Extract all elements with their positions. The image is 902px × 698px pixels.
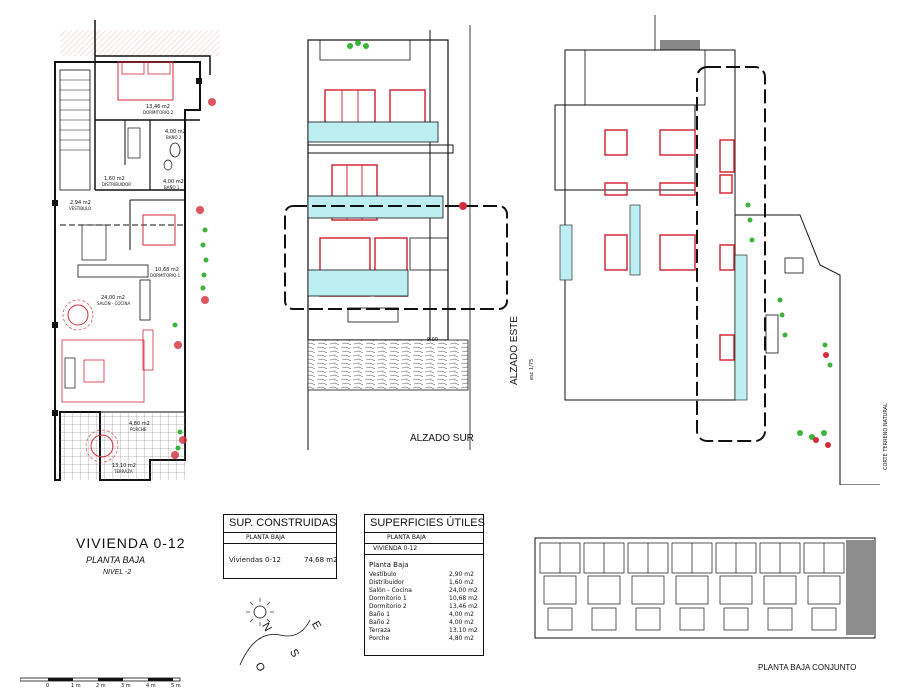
superficie-row-label: Baño 2 bbox=[369, 619, 390, 626]
scale-bar-drawing bbox=[20, 677, 181, 682]
alzado-sur-title: ALZADO SUR bbox=[410, 433, 474, 444]
room-area-bano2: 4,00 m2 bbox=[165, 129, 186, 135]
alzado-sur-level: -9,00 bbox=[425, 337, 438, 343]
superficie-row-value: 10,68 m2 bbox=[449, 595, 478, 602]
floor-plan-drawing bbox=[52, 20, 220, 481]
superficie-row-label: Dormitorio 2 bbox=[369, 603, 407, 610]
room-name-salon: SALON - COCINA bbox=[97, 301, 131, 306]
superficie-row-value: 13,46 m2 bbox=[449, 603, 478, 610]
section-label: CORTE TERRENO NATURAL bbox=[883, 403, 889, 470]
room-area-distribuidor: 1,60 m2 bbox=[104, 176, 125, 182]
sup-construidas-title: SUP. CONSTRUIDAS bbox=[229, 517, 337, 529]
conjunto-unit bbox=[715, 542, 757, 631]
superficies-utiles-unit: VIVIENDA 0-12 bbox=[373, 545, 418, 552]
superficie-row-label: Baño 1 bbox=[369, 611, 390, 618]
alzado-sur: -9,00 ALZADO SUR bbox=[280, 10, 520, 450]
compass-drawing bbox=[239, 598, 311, 666]
room-area-bano1: 4,00 m2 bbox=[163, 179, 184, 185]
room-name-terraza: TERRAZA bbox=[114, 469, 133, 474]
superficie-row-value: 4,00 m2 bbox=[449, 611, 474, 618]
room-name-dormitorio1: DORMITORIO 1 bbox=[150, 273, 181, 278]
vivienda-subtitle: PLANTA BAJA bbox=[86, 555, 146, 565]
sup-construidas-table: SUP. CONSTRUIDAS PLANTA BAJA Viviendas 0… bbox=[223, 514, 338, 579]
scale-tick: 3 m bbox=[121, 683, 131, 689]
superficie-row-value: 13,10 m2 bbox=[449, 627, 478, 634]
superficies-utiles-table: SUPERFICIES ÚTILES PLANTA BAJA VIVIENDA … bbox=[364, 514, 485, 656]
alzado-sur-drawing bbox=[284, 25, 508, 450]
room-area-terraza: 13,10 m2 bbox=[112, 463, 136, 469]
sup-construidas-floor: PLANTA BAJA bbox=[246, 534, 285, 541]
room-name-vestibulo: VESTIBULO bbox=[69, 206, 92, 211]
conjunto-unit bbox=[627, 542, 669, 631]
scale-tick: 1 m bbox=[71, 683, 81, 689]
superficie-row-label: Vestíbulo bbox=[369, 571, 397, 578]
superficies-utiles-floor: PLANTA BAJA bbox=[387, 534, 426, 541]
scale-tick: 2 m bbox=[96, 683, 106, 689]
room-area-vestibulo: 2,94 m2 bbox=[70, 200, 91, 206]
room-area-porche: 4,80 m2 bbox=[129, 421, 150, 427]
floor-plan: 13,46 m2 DORMITORIO 2 4,00 m2 BAÑO 2 1,6… bbox=[0, 0, 230, 500]
superficie-row-value: 2,90 m2 bbox=[449, 571, 474, 578]
room-name-bano2: BAÑO 2 bbox=[166, 135, 182, 140]
alzado-este-drawing bbox=[554, 15, 880, 485]
superficie-row-label: Porche bbox=[369, 635, 390, 642]
conjunto-unit bbox=[671, 542, 713, 631]
compass: N S E O bbox=[220, 590, 330, 680]
alzado-este-title: ALZADO ESTE bbox=[509, 316, 520, 385]
vivienda-level: NIVEL -2 bbox=[103, 569, 132, 576]
superficie-row-label: Distribuidor bbox=[369, 579, 405, 586]
room-name-porche: PORCHE bbox=[130, 427, 147, 432]
sup-construidas-row-label: Viviendas 0-12 bbox=[229, 556, 281, 564]
superficie-row-value: 4,80 m2 bbox=[449, 635, 474, 642]
conjunto-plan-drawing bbox=[534, 537, 876, 639]
superficie-row-label: Salón - Cocina bbox=[369, 587, 412, 594]
superficie-row-value: 1,60 m2 bbox=[449, 579, 474, 586]
room-area-salon: 24,00 m2 bbox=[101, 295, 125, 301]
scale-tick: 5 m bbox=[171, 683, 181, 689]
room-name-distribuidor: DISTRIBUIDOR bbox=[102, 182, 132, 187]
conjunto-plan bbox=[530, 528, 880, 643]
vivienda-title: VIVIENDA 0-12 bbox=[76, 535, 186, 551]
room-name-bano1: BAÑO 1 bbox=[164, 185, 180, 190]
superficies-utiles-title: SUPERFICIES ÚTILES bbox=[370, 517, 485, 529]
alzado-este: ALZADO ESTE esc 1/75 CORTE TERRENO NATUR… bbox=[509, 15, 902, 485]
room-area-dormitorio1: 10,68 m2 bbox=[155, 267, 179, 273]
superficie-row-value: 24,00 m2 bbox=[449, 587, 478, 594]
conjunto-unit bbox=[759, 542, 801, 631]
scale-tick: 4 m bbox=[146, 683, 156, 689]
superficie-row-label: Terraza bbox=[369, 627, 391, 634]
superficie-row-label: Dormitorio 1 bbox=[369, 595, 407, 602]
alzado-este-scale: esc 1/75 bbox=[529, 358, 535, 380]
conjunto-unit bbox=[803, 542, 845, 631]
superficies-utiles-section: Planta Baja bbox=[369, 561, 409, 569]
sup-construidas-row-value: 74,68 m2 bbox=[304, 556, 338, 564]
scale-bar: 0 1 m 2 m 3 m 4 m 5 m bbox=[20, 668, 190, 698]
scale-tick: 0 bbox=[46, 683, 50, 689]
conjunto-unit bbox=[539, 542, 581, 631]
room-area-dormitorio2: 13,46 m2 bbox=[146, 104, 170, 110]
conjunto-title: PLANTA BAJA CONJUNTO bbox=[758, 663, 857, 672]
room-name-dormitorio2: DORMITORIO 2 bbox=[143, 110, 174, 115]
conjunto-unit bbox=[583, 542, 625, 631]
superficie-row-value: 4,00 m2 bbox=[449, 619, 474, 626]
